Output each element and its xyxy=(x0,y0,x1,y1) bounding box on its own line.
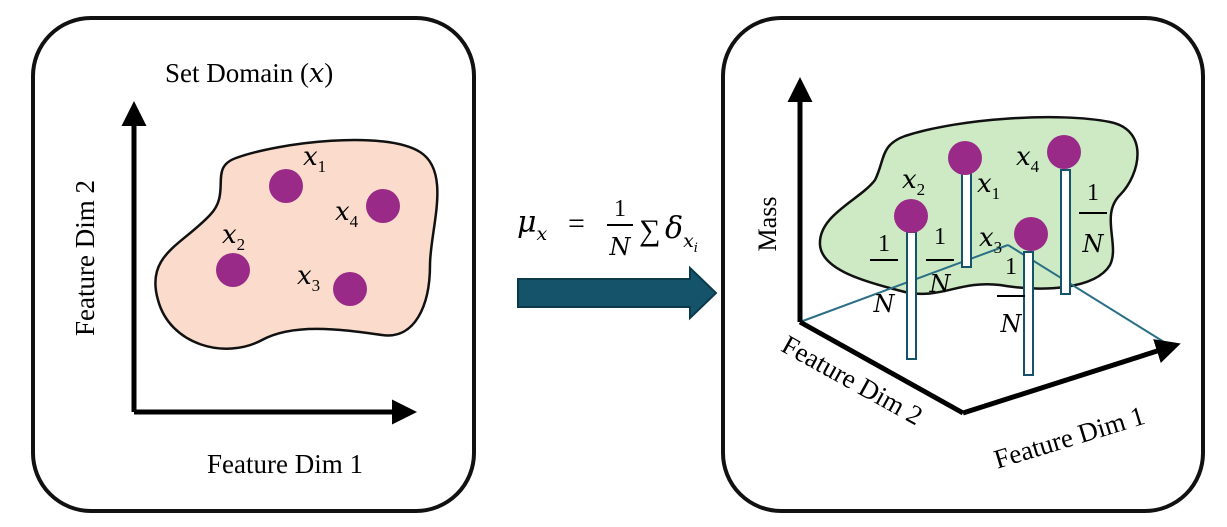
mass-axis-label: Mass xyxy=(753,197,782,252)
svg-text:1: 1 xyxy=(934,224,946,250)
left-label-x1: x1 xyxy=(303,142,326,176)
mass-bar-x1 xyxy=(961,171,972,268)
mass-fraction-x1: 1 N xyxy=(926,224,954,298)
svg-text:N: N xyxy=(929,270,952,298)
right-point-x4 xyxy=(1047,135,1081,169)
formula-delta: δxi xyxy=(665,211,698,256)
svg-text:N: N xyxy=(1082,230,1105,258)
right-label-x3: x3 xyxy=(979,223,1002,257)
left-label-x4: x4 xyxy=(335,197,359,231)
left-point-x2 xyxy=(216,253,250,287)
svg-text:N: N xyxy=(873,290,896,318)
right-point-x2 xyxy=(894,199,928,233)
left-y-axis-label: Feature Dim 2 xyxy=(70,180,100,336)
feature-dim2-axis xyxy=(798,319,965,416)
svg-text:1: 1 xyxy=(1005,254,1017,280)
mass-bar-x2 xyxy=(906,231,917,360)
empirical-measure-formula: μx = 1 N ∑ δxi xyxy=(517,196,698,261)
projection-line-right xyxy=(1007,244,1173,348)
svg-text:1: 1 xyxy=(878,231,890,257)
right-point-x1 xyxy=(948,141,982,175)
formula-fraction-numerator: 1 xyxy=(614,196,626,222)
right-label-x2: x2 xyxy=(902,165,925,199)
mass-fraction-x3: 1 N xyxy=(997,254,1025,338)
right-label-x1: x1 xyxy=(977,169,1000,203)
formula-mu: μx xyxy=(517,205,548,245)
svg-text:1: 1 xyxy=(1087,180,1099,206)
left-x-axis-label: Feature Dim 1 xyxy=(207,449,363,479)
right-label-x4: x4 xyxy=(1016,142,1040,176)
formula-sum: ∑ xyxy=(639,214,660,247)
left-panel: Set Domain (x) Feature Dim 2 Feature Dim… xyxy=(31,16,476,513)
left-panel-title: Set Domain (x) xyxy=(165,58,333,89)
left-set-blob xyxy=(154,138,439,350)
left-point-x4 xyxy=(366,189,400,223)
feature-dim1-axis xyxy=(962,339,1181,416)
formula-fraction-denominator: N xyxy=(609,233,632,261)
right-panel: Mass Feature Dim 2 Feature Dim 1 x1 x2 x… xyxy=(721,16,1205,513)
right-point-x3 xyxy=(1014,217,1048,251)
left-point-x3 xyxy=(333,272,367,306)
transform-arrow xyxy=(517,265,718,321)
mass-bar-x3 xyxy=(1023,251,1034,376)
svg-text:N: N xyxy=(1000,310,1023,338)
mass-fraction-x4: 1 N xyxy=(1079,180,1107,258)
left-label-x2: x2 xyxy=(222,220,245,254)
formula-equals: = xyxy=(568,207,585,240)
projection-line-left xyxy=(799,244,1009,323)
left-point-x1 xyxy=(269,169,303,203)
transform: μx = 1 N ∑ δxi xyxy=(517,196,718,321)
left-label-x3: x3 xyxy=(297,261,320,295)
mass-bar-x4 xyxy=(1060,169,1071,295)
mass-fraction-x2: 1 N xyxy=(870,231,898,318)
